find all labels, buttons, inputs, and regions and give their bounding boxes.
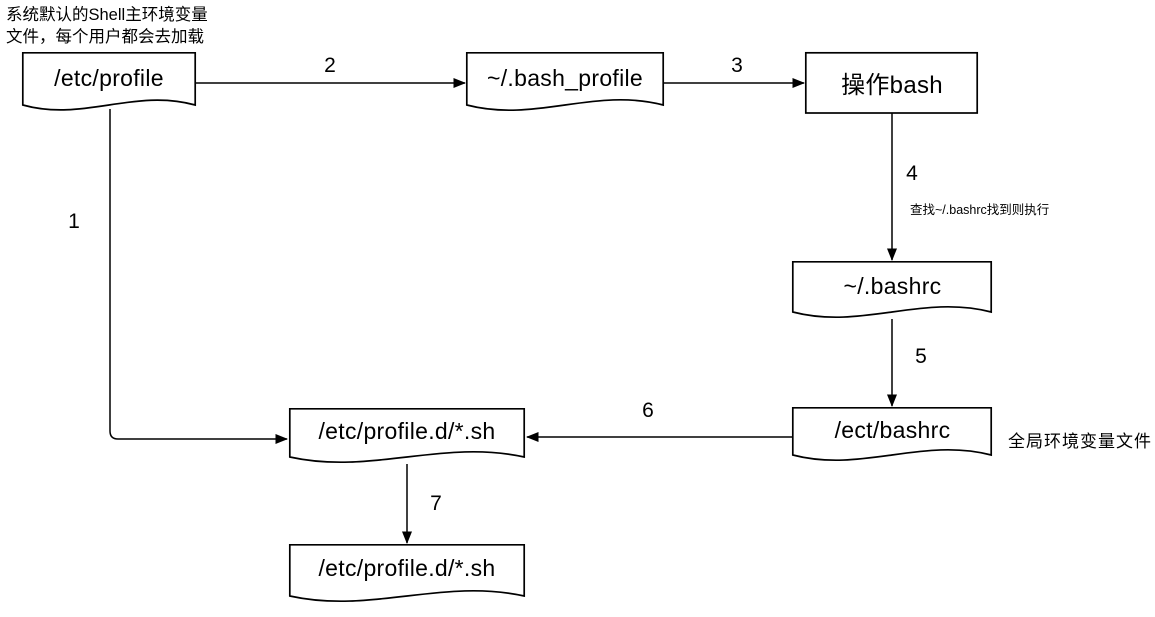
node-bashrc-shape	[791, 260, 993, 319]
edge-4-note: 查找~/.bashrc找到则执行	[910, 203, 1050, 217]
edge-label-1: 1	[68, 210, 80, 233]
node-bash-op-shape	[804, 51, 979, 114]
edge-1-etc-profile-to-profile-d	[109, 109, 288, 444]
node-profile-d-shape	[288, 407, 526, 463]
edge-label-3: 3	[731, 54, 743, 77]
edge-label-4: 4	[906, 162, 918, 185]
edge-label-2: 2	[324, 54, 336, 77]
ect-bashrc-side-label: 全局环境变量文件	[1008, 432, 1152, 451]
node-etc-profile-shape	[21, 51, 197, 111]
edge-label-5: 5	[915, 345, 927, 368]
node-profile-d-2-shape	[288, 543, 526, 602]
node-bash-profile-shape	[465, 51, 665, 112]
edge-label-6: 6	[642, 399, 654, 422]
node-ect-bashrc-shape	[791, 406, 993, 462]
annotation-etc-profile: 系统默认的Shell主环境变量 文件，每个用户都会去加载	[6, 6, 208, 46]
edge-label-7: 7	[430, 492, 442, 515]
